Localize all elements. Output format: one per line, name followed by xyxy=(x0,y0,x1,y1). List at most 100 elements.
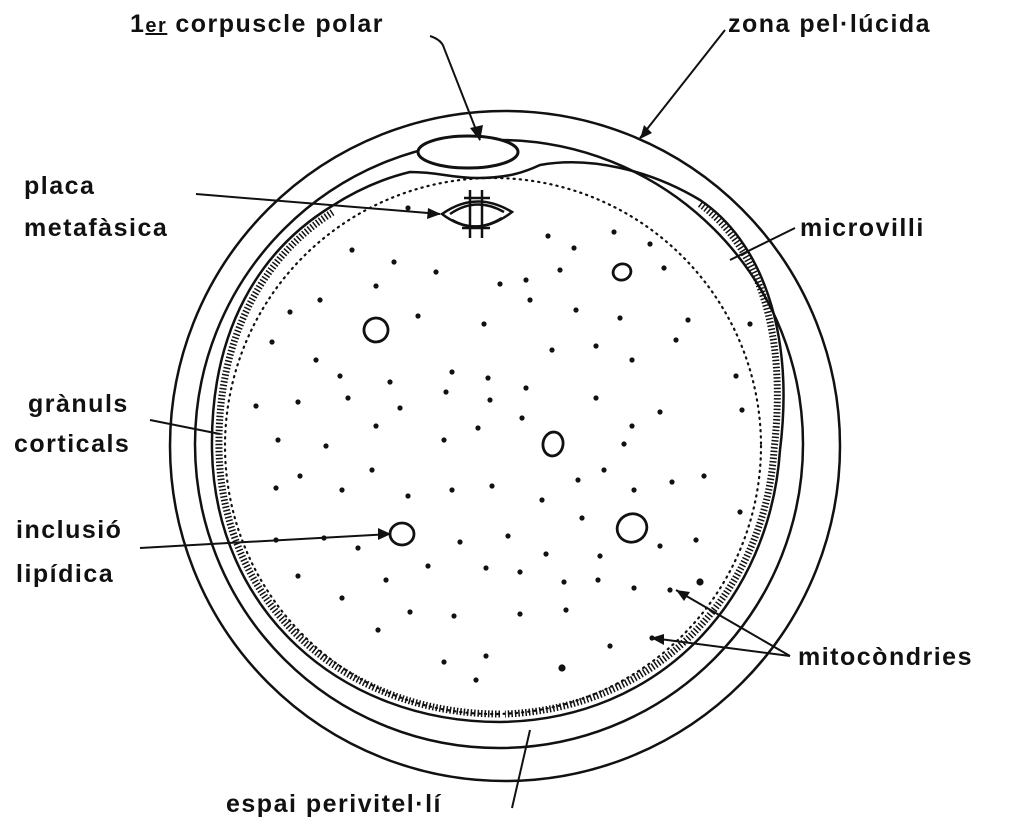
mitochondrion-dot xyxy=(497,281,502,286)
mitochondrion-dot xyxy=(558,664,565,671)
mitochondrion-dot xyxy=(593,343,598,348)
mitochondrion-dot xyxy=(693,537,698,542)
mitochondrion-dot xyxy=(349,247,354,252)
mitochondrion-dot xyxy=(575,477,580,482)
label-microvilli: microvilli xyxy=(800,214,925,242)
mitochondrion-dot xyxy=(273,485,278,490)
mitochondrion-dot xyxy=(317,297,322,302)
mitochondrion-dot xyxy=(345,395,350,400)
mitochondrion-dot xyxy=(629,357,634,362)
mitochondrion-dot xyxy=(441,437,446,442)
leader-inclusio xyxy=(140,534,390,548)
mitochondrion-dot xyxy=(733,373,738,378)
arrowhead-placa xyxy=(427,208,441,219)
mitochondrion-dot xyxy=(561,579,566,584)
mitochondrion-dot xyxy=(383,577,388,582)
mitochondrion-dot xyxy=(287,309,292,314)
leader-espai xyxy=(512,730,530,808)
mitochondrion-dot xyxy=(407,609,412,614)
mitochondrion-dot xyxy=(557,267,562,272)
mitochondrion-dot xyxy=(696,578,703,585)
label-inclusio-line1: inclusió xyxy=(16,516,122,544)
mitochondrion-dot xyxy=(433,269,438,274)
mitochondrion-dot xyxy=(601,467,606,472)
lipid-inclusion xyxy=(611,261,633,282)
mitochondrion-dot xyxy=(297,473,302,478)
mitochondrion-dot xyxy=(425,563,430,568)
mitochondrion-dot xyxy=(669,479,674,484)
mitochondrion-dot xyxy=(339,595,344,600)
mitochondrion-dot xyxy=(405,205,410,210)
mitochondrion-dot xyxy=(457,539,462,544)
mitochondrion-dot xyxy=(355,545,360,550)
mitochondrion-dot xyxy=(629,423,634,428)
mitochondrion-dot xyxy=(373,423,378,428)
zona-pellucida-outer xyxy=(170,111,840,781)
lipid-inclusion xyxy=(360,314,393,347)
mitochondrion-dot xyxy=(375,627,380,632)
label-granuls-line1: grànuls xyxy=(28,390,129,418)
mitochondrion-dot xyxy=(485,375,490,380)
label-placa-line1: placa xyxy=(24,172,95,200)
mitochondrion-dot xyxy=(685,317,690,322)
mitochondrion-dot xyxy=(595,577,600,582)
mitochondrion-dot xyxy=(739,407,744,412)
leader-placa xyxy=(196,194,440,214)
mitochondrion-dot xyxy=(475,425,480,430)
mitochondrion-dot xyxy=(451,613,456,618)
first-polar-body xyxy=(418,136,518,168)
lipid-inclusion xyxy=(612,509,651,547)
cortical-granules-ring xyxy=(225,178,761,714)
microvilli-band-left xyxy=(219,212,500,714)
mitochondrion-dot xyxy=(323,443,328,448)
label-polar-body: 1ercorpuscle polar xyxy=(130,10,384,38)
leader-zona xyxy=(640,30,725,138)
mitochondrion-dot xyxy=(661,265,666,270)
label-inclusio-line2: lipídica xyxy=(16,560,114,588)
mitochondrion-dot xyxy=(573,307,578,312)
mitochondrion-dot xyxy=(369,467,374,472)
mitochondrion-dot xyxy=(593,395,598,400)
mitochondrion-dot xyxy=(527,297,532,302)
mitochondrion-dot xyxy=(579,515,584,520)
lipid-inclusions xyxy=(360,261,652,547)
mitochondrion-dot xyxy=(647,241,652,246)
mitochondrion-dot xyxy=(405,493,410,498)
mitochondrion-dot xyxy=(487,397,492,402)
metaphase-plate xyxy=(442,190,512,238)
mitochondrion-dot xyxy=(611,229,616,234)
mitochondrion-dot xyxy=(571,245,576,250)
mitochondrion-dot xyxy=(269,339,274,344)
mitochondrion-dot xyxy=(673,337,678,342)
lipid-inclusion xyxy=(390,523,414,545)
mitochondrion-dot xyxy=(387,379,392,384)
arrowhead-zona xyxy=(640,125,652,139)
mitochondrion-dot xyxy=(631,585,636,590)
label-espai-perivitelli: espai perivitel·lí xyxy=(226,790,442,818)
mitochondrion-dot xyxy=(295,573,300,578)
lipid-inclusion xyxy=(541,430,565,457)
leader-polar-body xyxy=(430,36,480,140)
mitochondrion-dot xyxy=(373,283,378,288)
mitochondrion-dot xyxy=(737,509,742,514)
mitochondrion-dot xyxy=(295,399,300,404)
mitochondrion-dot xyxy=(657,543,662,548)
label-mitocondries: mitocòndries xyxy=(798,643,973,671)
label-zona-pellucida: zona pel·lúcida xyxy=(728,10,931,38)
mitochondrion-dot xyxy=(519,415,524,420)
microvilli-band-right xyxy=(505,204,777,714)
mitochondrion-dot xyxy=(517,569,522,574)
mitochondrion-dot xyxy=(747,321,752,326)
mitochondrion-dot xyxy=(563,607,568,612)
mitochondrion-dot xyxy=(473,677,478,682)
arrowheads xyxy=(378,125,690,645)
mitochondrion-dot xyxy=(253,403,258,408)
mitochondrion-dot xyxy=(667,587,672,592)
mitochondrion-dot xyxy=(539,497,544,502)
mitochondrion-dot xyxy=(523,277,528,282)
mitochondrion-dot xyxy=(483,565,488,570)
leader-granuls xyxy=(150,420,220,434)
label-granuls-line2: corticals xyxy=(14,430,130,458)
zona-pellucida-inner xyxy=(195,140,803,748)
